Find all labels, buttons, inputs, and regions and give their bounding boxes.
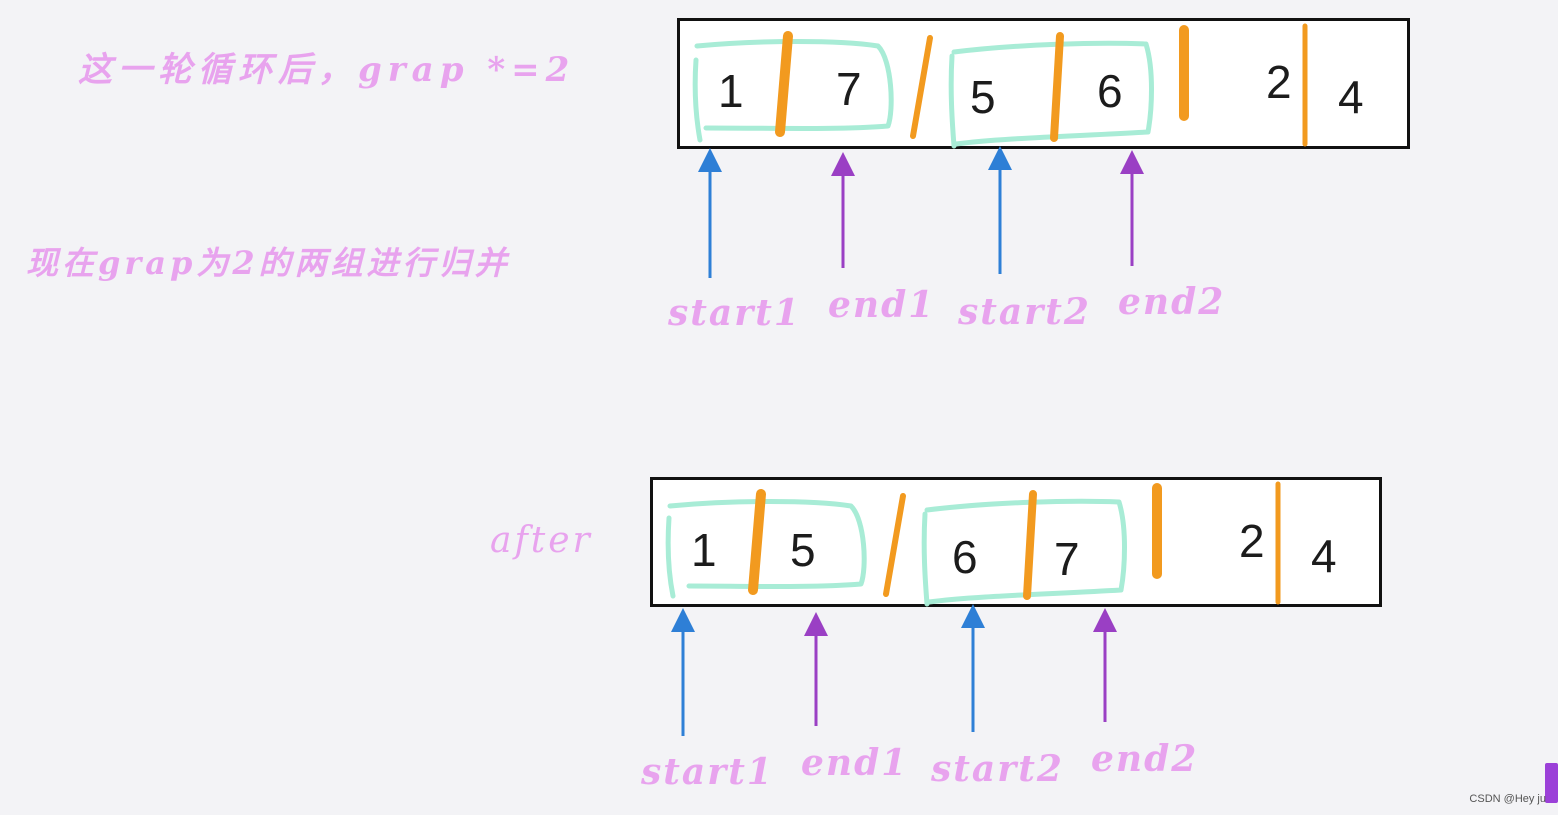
label-end2-top: end2: [1118, 281, 1226, 323]
note-merge-groups: 现在grap为2的两组进行归并: [26, 244, 511, 282]
before-cell-1: 7: [836, 63, 862, 115]
label-end1-top: end1: [828, 284, 936, 326]
before-cell-4: 2: [1266, 56, 1292, 108]
label-start2-top: start2: [958, 291, 1091, 333]
before-cell-2: 5: [970, 71, 996, 123]
pointer-arrows-top: [698, 146, 1144, 278]
label-end1-bottom: end1: [801, 742, 909, 784]
before-cell-3: 6: [1097, 65, 1123, 117]
label-start2-bottom: start2: [931, 748, 1064, 790]
label-start1-top: start1: [668, 292, 801, 334]
after-cell-1: 5: [790, 524, 816, 576]
after-cell-3: 7: [1054, 533, 1080, 585]
pointer-arrows-bottom: [671, 604, 1117, 736]
sparkle-badge-icon: [1545, 763, 1558, 803]
watermark: CSDN @Hey ju: [1469, 793, 1546, 805]
after-cell-5: 4: [1311, 530, 1337, 582]
before-cell-5: 4: [1338, 71, 1364, 123]
label-end2-bottom: end2: [1091, 738, 1199, 780]
after-cell-2: 6: [952, 531, 978, 583]
note-gap-doubled: 这一轮循环后，grap *=2: [78, 50, 576, 90]
after-cell-0: 1: [691, 524, 717, 576]
label-start1-bottom: start1: [641, 751, 774, 793]
array-after: [650, 477, 1382, 607]
before-cell-0: 1: [718, 65, 744, 117]
note-after: after: [490, 520, 593, 561]
after-cell-4: 2: [1239, 515, 1265, 567]
array-before: [677, 18, 1410, 149]
